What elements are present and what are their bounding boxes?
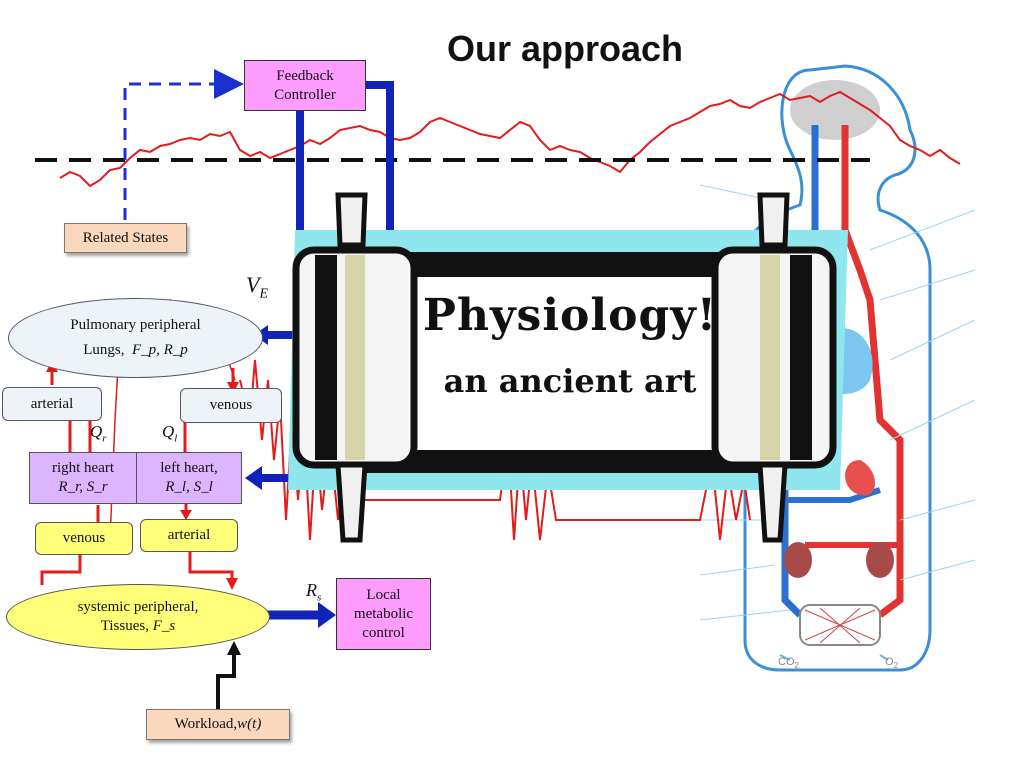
venous-bottom-box: venous: [35, 522, 133, 555]
o2-label: O2: [885, 656, 899, 671]
pulmonary-label: Pulmonary peripheral: [70, 317, 201, 333]
red-signal-trace: [59, 90, 961, 188]
scroll-illustration: [288, 192, 848, 543]
left-heart-box: left heart, R_l, S_l: [136, 452, 242, 504]
scroll-subtitle: an ancient art: [443, 362, 697, 400]
ve-symbol: VE: [246, 272, 269, 302]
venous-top-box: venous: [180, 388, 282, 423]
related-states-box: Related States: [64, 223, 187, 253]
circulation-body-illustration: [699, 64, 976, 672]
rs-symbol: Rs: [306, 580, 322, 604]
scroll-title: Physiology!: [422, 290, 718, 341]
feedback-dashed-arrow: [123, 69, 244, 220]
slide-title: Our approach: [446, 28, 684, 69]
controller-output-path: [365, 81, 394, 240]
right-heart-box: right heart R_r, S_r: [29, 452, 137, 504]
feedback-controller-box: Feedback Controller: [244, 60, 366, 111]
co2-label: CO2: [778, 656, 799, 671]
arterial-top-box: arterial: [2, 387, 102, 421]
systemic-peripheral-node: systemic peripheral, Tissues, F_s: [6, 584, 270, 650]
ql-symbol: Ql: [162, 422, 178, 445]
pulmonary-peripheral-node: Pulmonary peripheral Lungs, F_p, R_p: [8, 298, 263, 378]
related-states-label: Related States: [82, 229, 169, 246]
arterial-bottom-box: arterial: [140, 519, 238, 552]
feedback-controller-label: Feedback Controller: [274, 67, 336, 103]
workload-box: Workload,w(t): [146, 709, 290, 740]
local-metabolic-control-box: Local metabolic control: [336, 578, 431, 650]
qr-symbol: Qr: [90, 422, 107, 445]
lungs-label: Lungs, F_p, R_p: [83, 342, 188, 358]
workload-arrow: [216, 652, 236, 710]
